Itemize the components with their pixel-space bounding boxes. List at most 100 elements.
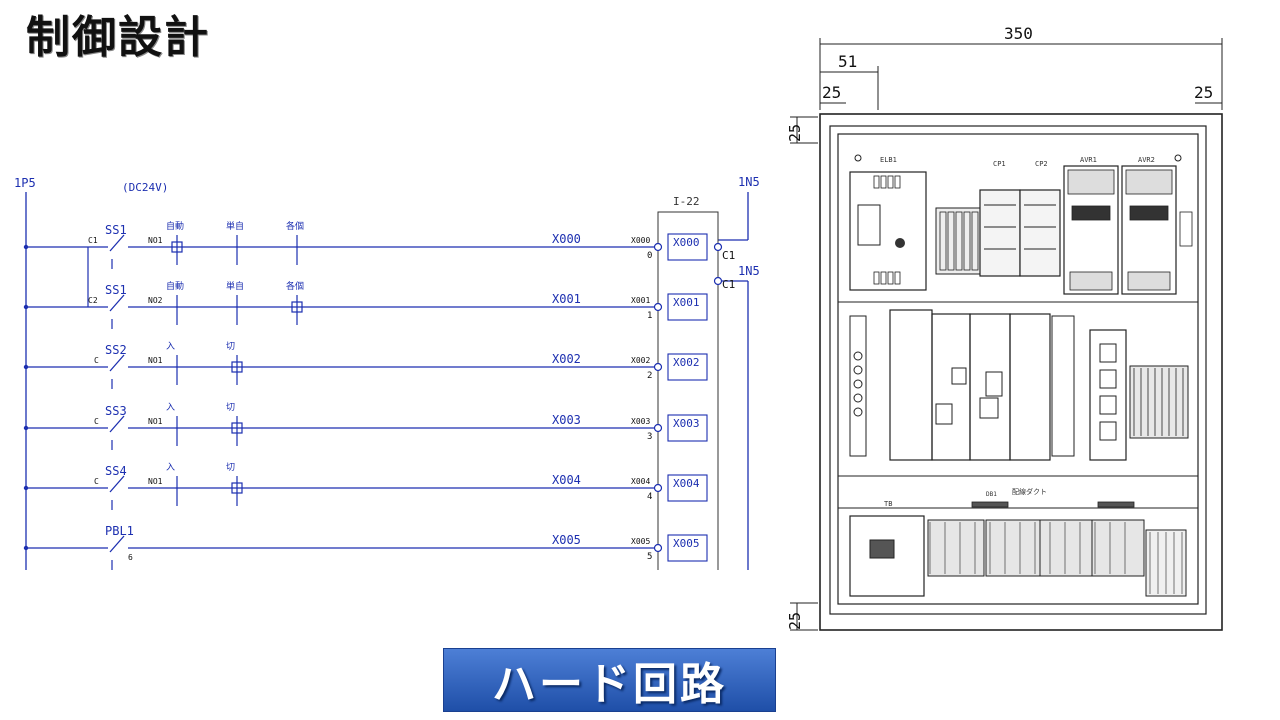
plc-io-module-2: [1009, 313, 1051, 461]
position-label: 単自: [226, 280, 244, 292]
switch-tag: SS3: [105, 404, 127, 418]
component-label-avr1: AVR1: [1080, 156, 1097, 164]
terminal-block-label: TB: [884, 500, 892, 508]
switch-tag: SS1: [105, 223, 127, 237]
psu-bottom-terminals-2: [1127, 271, 1171, 291]
terminal-screw: [853, 365, 863, 375]
psu-label-2: [1129, 205, 1169, 221]
contactor-pole: [955, 211, 963, 271]
mounting-plate: [837, 133, 1199, 605]
breaker-screw: [887, 271, 894, 285]
plc-input-box: [667, 293, 708, 321]
plc-input-box: [667, 233, 708, 261]
dim-width-label: 350: [1004, 24, 1033, 43]
power-supply-1: [1063, 165, 1119, 295]
relay-module: [1089, 329, 1127, 461]
switch-common-label: C1: [88, 236, 98, 245]
plc-cpu: [931, 313, 971, 461]
dim-right-margin-label: 25: [1194, 83, 1213, 102]
enclosure-door-frame: [829, 125, 1207, 615]
input-address-label: X000: [552, 232, 581, 246]
junction-dot: [23, 304, 29, 310]
junction-dot: [23, 425, 29, 431]
junction-dot: [23, 485, 29, 491]
terminal-address-label: X004: [631, 477, 650, 486]
relay-unit: [1099, 395, 1117, 415]
io-terminal-1: [927, 519, 985, 577]
position-label: 入: [166, 462, 175, 473]
psu-terminals-1: [1067, 169, 1115, 195]
contactor-pole: [939, 211, 947, 271]
terminal-circle: [653, 423, 663, 433]
right-bus-label: 1N5: [738, 175, 760, 189]
position-label: 単自: [226, 220, 244, 232]
terminal-number: 4: [647, 492, 652, 502]
cpu-port: [935, 403, 953, 425]
duct-marker: [971, 501, 1009, 508]
power-supply-2: [1121, 165, 1177, 295]
relay-unit: [1099, 343, 1117, 363]
plc-input-label: X000: [673, 236, 700, 249]
plc-input-box: [667, 414, 708, 442]
position-label: 入: [166, 341, 175, 352]
switch-contact: [109, 294, 125, 312]
input-address-label: X001: [552, 292, 581, 306]
input-address-label: X005: [552, 533, 581, 547]
switch-tag: PBL1: [105, 524, 134, 538]
common-label: C1: [722, 249, 735, 262]
plc-input-box: [667, 353, 708, 381]
input-address-label: X002: [552, 352, 581, 366]
plc-input-label: X005: [673, 537, 700, 550]
terminal-circle: [653, 483, 663, 493]
io-terminal-2: [985, 519, 1043, 577]
terminal-address-label: X005: [631, 537, 650, 546]
input-address-label: X003: [552, 413, 581, 427]
relay-unit: [1099, 421, 1117, 441]
terminal-circle: [653, 302, 663, 312]
position-label: 切: [226, 462, 235, 473]
dim-bottom-margin-label: 25: [786, 612, 804, 630]
network-port: [869, 539, 895, 559]
switch-contact-label: NO1: [148, 477, 163, 486]
circuit-protector-1: [979, 189, 1021, 277]
enclosure-outer: [819, 113, 1223, 631]
junction-dot: [23, 364, 29, 370]
breaker-indicator: [895, 238, 905, 248]
side-terminal-strip: [849, 315, 867, 457]
cpu-led: [951, 367, 967, 385]
network-module: [849, 515, 925, 597]
plc-power-unit: [889, 309, 933, 461]
component-label-avr2: AVR2: [1138, 156, 1155, 164]
switch-contact-label: NO1: [148, 417, 163, 426]
dim-offset-label: 51: [838, 52, 857, 71]
component-label-cp1: CP1: [993, 160, 1006, 168]
plc-input-box: [667, 474, 708, 502]
switch-tag: SS2: [105, 343, 127, 357]
breaker-screw: [894, 271, 901, 285]
switch-contact-label: NO1: [148, 236, 163, 245]
plc-input-label: X004: [673, 477, 700, 490]
contactor-pole: [971, 211, 979, 271]
breaker-handle: [857, 204, 881, 246]
plc-input-label: X003: [673, 417, 700, 430]
psu-terminals-2: [1125, 169, 1173, 195]
breaker-screw: [894, 175, 901, 189]
component-label-cp2: CP2: [1035, 160, 1048, 168]
circuit-protector-2: [1019, 189, 1061, 277]
junction-dot: [23, 244, 29, 250]
io-port: [979, 397, 999, 419]
duct-marker-2: [1097, 501, 1135, 508]
position-label: 切: [226, 341, 235, 352]
dim-top-margin-label: 25: [786, 124, 804, 142]
terminal-number: 2: [647, 371, 652, 381]
io-terminal-4: [1091, 519, 1145, 577]
breaker-screw: [880, 175, 887, 189]
terminal-address-label: X002: [631, 356, 650, 365]
end-clamp: [1179, 211, 1193, 247]
position-label: 自動: [166, 220, 184, 232]
contactor-block: [935, 207, 981, 275]
relay-unit: [1099, 369, 1117, 389]
switch-tag: SS1: [105, 283, 127, 297]
contactor-pole: [963, 211, 971, 271]
